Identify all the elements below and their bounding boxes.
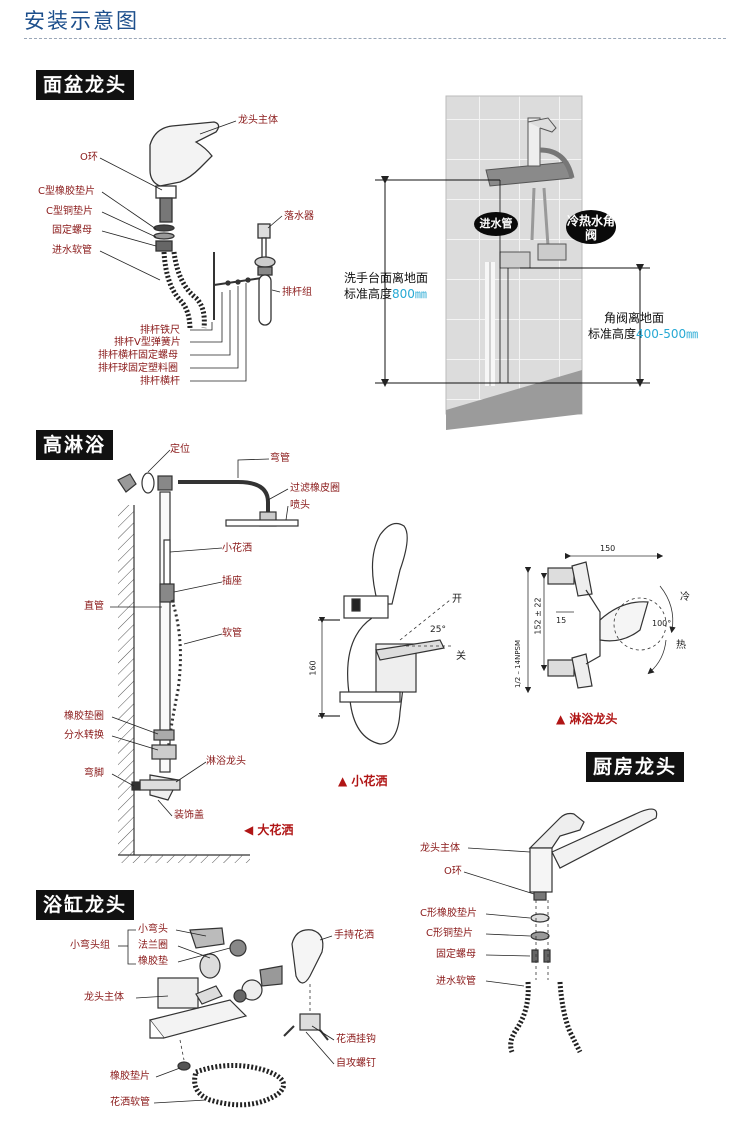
section-badge-basin: 面盆龙头 xyxy=(36,70,135,100)
section-badge-shower: 高淋浴 xyxy=(36,430,114,460)
bathtub-label-hook: 花洒挂钩 xyxy=(336,1034,376,1045)
bathtub-label-hand: 手持花洒 xyxy=(334,930,374,941)
section-badge-kitchen: 厨房龙头 xyxy=(586,752,685,782)
shower-label-hand: 小花洒 xyxy=(222,543,252,554)
dim-thread: 1/2 – 14NPSM xyxy=(514,639,523,689)
dim-hot: 热 xyxy=(676,640,686,651)
bathtub-label-hose: 花洒软管 xyxy=(110,1097,150,1108)
shower-label-diverter: 分水转换 xyxy=(64,730,104,741)
section-badge-bathtub: 浴缸龙头 xyxy=(36,890,135,920)
bathtub-leader-lines xyxy=(118,929,335,1104)
basin-valve-height-value: 400-500㎜ xyxy=(636,327,699,341)
dim-15: 15 xyxy=(556,616,567,625)
bathtub-label-flange: 法兰圈 xyxy=(138,940,168,951)
basin-label-rod-nut: 排杆横杆固定螺母 xyxy=(98,350,178,361)
basin-faucet-drawing xyxy=(149,121,276,331)
caption-big-shower: ◀ 大花洒 xyxy=(244,823,294,837)
kitchen-label-hose: 进水软管 xyxy=(436,976,476,987)
basin-label-nut: 固定螺母 xyxy=(52,225,92,236)
shower-label-faucet: 淋浴龙头 xyxy=(206,756,246,767)
basin-counter-height-text: 洗手台面离地面 标准高度800㎜ xyxy=(344,271,429,301)
basin-leader-lines xyxy=(99,120,283,382)
basin-label-rod-strip: 排杆铁尺 xyxy=(140,325,180,336)
dim-cold: 冷 xyxy=(680,592,690,603)
dim-open: 开 xyxy=(452,594,462,605)
kitchen-label-oring: O环 xyxy=(444,866,462,877)
basin-valve-height-text: 角阀离地面 标准高度400-500㎜ xyxy=(588,311,699,341)
shower-faucet-dimension-drawing xyxy=(524,552,676,694)
bathtub-label-elbow-group: 小弯头组 xyxy=(70,940,110,951)
kitchen-label-c-rubber: C形橡胶垫片 xyxy=(420,908,477,919)
shower-label-gasket: 橡胶垫圈 xyxy=(64,711,104,722)
dim-100: 100° xyxy=(652,619,672,628)
bathtub-label-rubber: 橡胶垫 xyxy=(138,956,168,967)
bathtub-label-gasket: 橡胶垫片 xyxy=(110,1071,150,1082)
shower-label-cover: 装饰盖 xyxy=(174,810,204,821)
kitchen-leader-lines xyxy=(463,847,535,987)
hand-shower-dimension-drawing xyxy=(318,522,452,745)
caption-small-shower: ▲ 小花洒 xyxy=(338,774,388,788)
dim-160: 160 xyxy=(308,660,318,676)
high-shower-drawing xyxy=(117,472,299,863)
shower-label-seat: 插座 xyxy=(222,576,242,587)
caption-shower-faucet: ▲ 淋浴龙头 xyxy=(556,712,618,726)
basin-counter-height-value: 800㎜ xyxy=(392,287,427,301)
shower-label-hose: 软管 xyxy=(222,628,242,639)
dim-close: 关 xyxy=(456,651,466,662)
shower-label-elbow: 弯脚 xyxy=(84,768,104,779)
basin-bubble-valve: 冷热水角阀 xyxy=(566,210,616,244)
basin-label-drain-set: 排杆组 xyxy=(282,287,312,298)
basin-label-hose: 进水软管 xyxy=(52,245,92,256)
basin-label-v-spring: 排杆V型弹簧片 xyxy=(114,337,181,348)
bathtub-label-body: 龙头主体 xyxy=(84,992,124,1003)
basin-install-drawing xyxy=(375,95,650,430)
shower-label-locate: 定位 xyxy=(170,444,190,455)
shower-label-pipe: 直管 xyxy=(84,601,104,612)
basin-label-c-rubber: C型橡胶垫片 xyxy=(38,186,95,197)
bathtub-faucet-drawing xyxy=(148,927,329,1108)
kitchen-label-nut: 固定螺母 xyxy=(436,949,476,960)
kitchen-label-body: 龙头主体 xyxy=(420,843,460,854)
high-shower-leaders xyxy=(110,449,289,817)
basin-label-c-copper: C型铜垫片 xyxy=(46,206,93,217)
dim-150: 150 xyxy=(600,544,616,553)
shower-label-filter: 过滤橡皮圈 xyxy=(290,483,340,494)
dim-152: 152 ± 22 xyxy=(533,597,543,635)
basin-label-oring: O环 xyxy=(80,152,98,163)
kitchen-faucet-drawing xyxy=(508,808,658,1054)
page-title: 安装示意图 xyxy=(24,9,139,33)
bathtub-label-elbow: 小弯头 xyxy=(138,924,168,935)
basin-label-ball-ring: 排杆球固定塑料圈 xyxy=(98,363,178,374)
basin-label-body: 龙头主体 xyxy=(238,115,278,126)
basin-label-drain: 落水器 xyxy=(284,211,314,222)
title-divider xyxy=(24,38,726,39)
basin-label-crossbar: 排杆横杆 xyxy=(140,376,180,387)
kitchen-label-c-copper: C形铜垫片 xyxy=(426,928,473,939)
bathtub-label-screw: 自攻螺钉 xyxy=(336,1058,376,1069)
shower-label-arm: 弯管 xyxy=(270,453,290,464)
basin-bubble-inlet: 进水管 xyxy=(474,212,518,236)
dim-angle: 25° xyxy=(430,625,446,635)
shower-label-head: 喷头 xyxy=(290,500,310,511)
